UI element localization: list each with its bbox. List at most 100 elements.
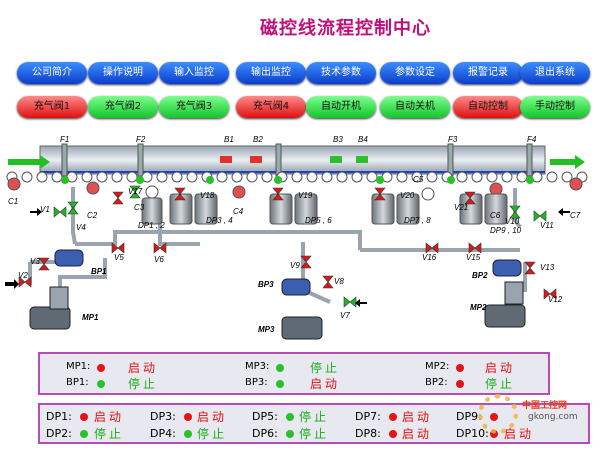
status-dot-dp6 bbox=[286, 430, 294, 438]
gate-label: F2 bbox=[136, 135, 146, 144]
conveyor-roller bbox=[261, 171, 273, 183]
nav-button-input-monitor[interactable]: 输入监控 bbox=[159, 62, 229, 84]
valve-icon[interactable] bbox=[272, 187, 284, 201]
status-label-dp1: DP1: bbox=[46, 410, 72, 423]
valve-label: V18 bbox=[200, 191, 215, 200]
cold-trap-label: C3 bbox=[134, 203, 145, 212]
valve-icon[interactable] bbox=[425, 242, 439, 254]
gate-b3 bbox=[330, 156, 342, 163]
gas-valve-4-button[interactable]: 充气阀4 bbox=[236, 96, 306, 118]
cold-trap-label: C1 bbox=[8, 197, 18, 206]
status-text-dp4: 停止 bbox=[197, 427, 228, 441]
auto-start-button[interactable]: 自动开机 bbox=[306, 96, 376, 118]
status-text-bp3: 启动 bbox=[310, 377, 341, 391]
valve-icon[interactable] bbox=[18, 276, 32, 288]
valve-label: V7 bbox=[340, 311, 350, 320]
conveyor-roller bbox=[426, 171, 438, 183]
flow-out-arrow bbox=[550, 155, 585, 169]
valve-icon[interactable] bbox=[153, 242, 167, 254]
status-dot-mp2 bbox=[456, 364, 464, 372]
status-dot-bp2 bbox=[456, 380, 464, 388]
nav-button-tech-params[interactable]: 技术参数 bbox=[306, 62, 376, 84]
valve-icon[interactable] bbox=[174, 187, 186, 201]
cold-trap-label: C2 bbox=[87, 211, 98, 220]
status-label-bp3: BP3: bbox=[245, 377, 268, 388]
conveyor-roller bbox=[351, 171, 363, 183]
status-label-mp1: MP1: bbox=[66, 361, 91, 372]
conveyor-roller bbox=[291, 171, 303, 183]
gas-valve-1-button[interactable]: 充气阀1 bbox=[17, 96, 87, 118]
nav-button-company-intro[interactable]: 公司简介 bbox=[17, 62, 87, 84]
gate-f1 bbox=[61, 143, 68, 177]
nav-button-alarm-log[interactable]: 报警记录 bbox=[453, 62, 523, 84]
valve-icon[interactable] bbox=[67, 201, 79, 215]
valve-icon[interactable] bbox=[533, 210, 547, 222]
valve-icon[interactable] bbox=[53, 206, 67, 218]
valve-icon[interactable] bbox=[543, 288, 557, 300]
valve-icon[interactable] bbox=[38, 257, 50, 271]
diff-pump-dp7-8 bbox=[371, 193, 395, 225]
diff-pump-dp5-6 bbox=[269, 193, 293, 225]
valve-icon[interactable] bbox=[343, 296, 357, 308]
cold-trap-c4 bbox=[232, 185, 246, 199]
cold-trap-c1 bbox=[7, 177, 21, 191]
valve-label: V13 bbox=[540, 263, 555, 272]
nav-button-param-settings[interactable]: 参数设定 bbox=[380, 62, 450, 84]
valve-label: V11 bbox=[540, 221, 554, 230]
conveyor-roller bbox=[336, 171, 348, 183]
gate-label: B2 bbox=[253, 135, 263, 144]
status-label-dp6: DP6: bbox=[252, 427, 278, 440]
conveyor-roller bbox=[396, 171, 408, 183]
valve-icon[interactable] bbox=[374, 187, 386, 201]
gate-b1 bbox=[220, 156, 232, 163]
valve-icon[interactable] bbox=[464, 191, 476, 205]
conveyor-roller bbox=[516, 171, 528, 183]
status-label-dp2: DP2: bbox=[46, 427, 72, 440]
valve-label: V10 bbox=[505, 217, 520, 226]
booster-pump-bp1 bbox=[54, 249, 84, 267]
nav-button-output-monitor[interactable]: 输出监控 bbox=[236, 62, 306, 84]
manual-control-button[interactable]: 手动控制 bbox=[520, 96, 590, 118]
valve-icon[interactable] bbox=[524, 261, 536, 275]
diff-pump-label: DP3 , 4 bbox=[206, 216, 233, 225]
conveyor-roller bbox=[546, 171, 558, 183]
conveyor-roller bbox=[561, 171, 573, 183]
gas-valve-2-button[interactable]: 充气阀2 bbox=[88, 96, 158, 118]
cold-trap-c5 bbox=[421, 187, 435, 201]
valve-icon[interactable] bbox=[468, 242, 482, 254]
mech-pump-mp1 bbox=[29, 306, 71, 330]
mech-pump-label: MP1 bbox=[82, 313, 99, 322]
status-label-dp9: DP9: bbox=[456, 410, 482, 423]
gate-label: B3 bbox=[333, 135, 343, 144]
gate-f2 bbox=[137, 143, 144, 177]
status-dot-dp1 bbox=[80, 413, 88, 421]
watermark-gear-icon bbox=[478, 394, 518, 434]
valve-label: V16 bbox=[422, 253, 437, 262]
status-dot-bp1 bbox=[97, 380, 105, 388]
conveyor-roller bbox=[171, 171, 183, 183]
valve-icon[interactable] bbox=[112, 191, 124, 205]
nav-button-exit[interactable]: 退出系统 bbox=[520, 62, 590, 84]
valve-icon[interactable] bbox=[300, 255, 312, 269]
nav-button-operation-guide[interactable]: 操作说明 bbox=[88, 62, 158, 84]
auto-control-button[interactable]: 自动控制 bbox=[453, 96, 523, 118]
valve-icon[interactable] bbox=[509, 205, 521, 219]
booster-pump-bp2 bbox=[492, 259, 522, 277]
status-text-dp5: 停止 bbox=[299, 410, 330, 424]
valve-icon[interactable] bbox=[322, 275, 334, 289]
booster-pump-label: BP1 bbox=[91, 267, 107, 276]
valve-label: V21 bbox=[454, 203, 468, 212]
conveyor-roller bbox=[51, 171, 63, 183]
valve-label: V2 bbox=[18, 271, 28, 280]
status-label-dp10: DP10: bbox=[456, 427, 489, 440]
cold-trap-label: C4 bbox=[233, 207, 244, 216]
valve-icon[interactable] bbox=[111, 242, 125, 254]
auto-stop-button[interactable]: 自动关机 bbox=[380, 96, 450, 118]
status-dot-dp8 bbox=[389, 430, 397, 438]
valve-icon[interactable] bbox=[129, 185, 141, 199]
conveyor-roller bbox=[501, 171, 513, 183]
gate-label: F3 bbox=[448, 135, 458, 144]
valve-label: V12 bbox=[548, 295, 563, 304]
gas-valve-3-button[interactable]: 充气阀3 bbox=[159, 96, 229, 118]
diff-pump-label: DP7 , 8 bbox=[404, 216, 431, 225]
